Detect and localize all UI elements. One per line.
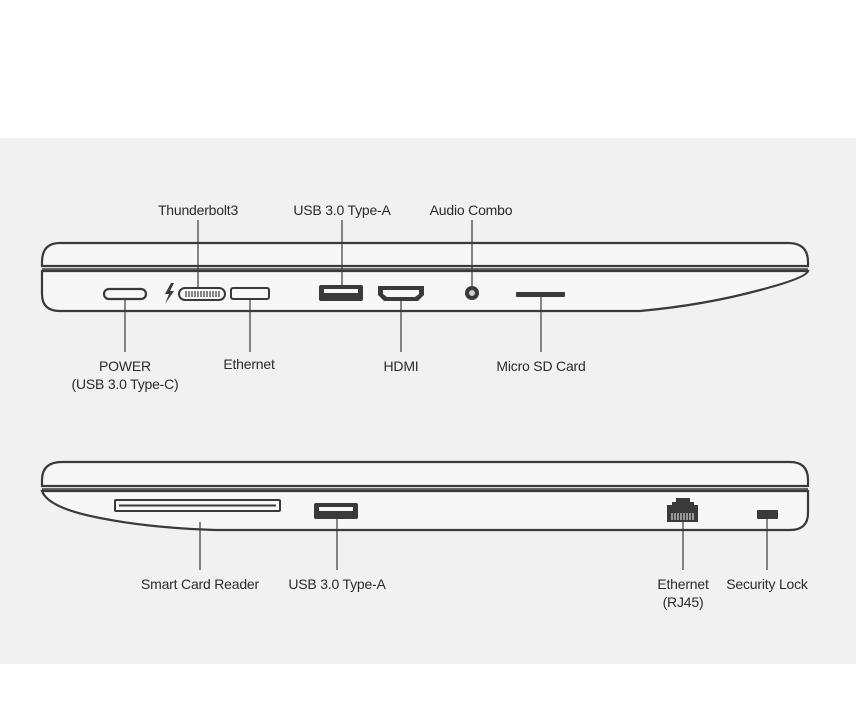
thunderbolt-icon bbox=[165, 283, 174, 304]
rj45-ethernet-port bbox=[667, 498, 698, 522]
laptop-right-side-outline bbox=[40, 460, 810, 532]
diagram-panel bbox=[0, 138, 856, 664]
laptop-left-side-outline bbox=[40, 241, 810, 313]
leader-lines-right bbox=[199, 519, 768, 570]
label-security-lock: Security Lock bbox=[726, 576, 808, 592]
label-usb-a-right: USB 3.0 Type-A bbox=[288, 576, 386, 592]
micro-sd-slot bbox=[516, 292, 565, 297]
label-audio-combo: Audio Combo bbox=[429, 202, 513, 218]
label-power: POWER (USB 3.0 Type-C) bbox=[71, 358, 179, 392]
label-ethernet: Ethernet bbox=[223, 356, 275, 372]
label-thunderbolt3: Thunderbolt3 bbox=[157, 202, 239, 218]
usb-a-port-left bbox=[319, 285, 363, 301]
label-usb-a-left: USB 3.0 Type-A bbox=[293, 202, 391, 218]
label-smart-card-reader: Smart Card Reader bbox=[141, 576, 259, 592]
label-ethernet-rj45: Ethernet (RJ45) bbox=[657, 576, 709, 610]
smart-card-reader-slot bbox=[114, 499, 281, 512]
label-micro-sd-card: Micro SD Card bbox=[496, 358, 586, 374]
audio-combo-jack bbox=[465, 286, 479, 300]
usb-a-port-right bbox=[314, 503, 358, 519]
hdmi-port bbox=[378, 286, 424, 301]
security-lock-slot bbox=[757, 510, 778, 519]
label-hdmi: HDMI bbox=[383, 358, 419, 374]
thunderbolt3-port bbox=[178, 287, 226, 301]
leader-lines-left bbox=[124, 220, 542, 352]
